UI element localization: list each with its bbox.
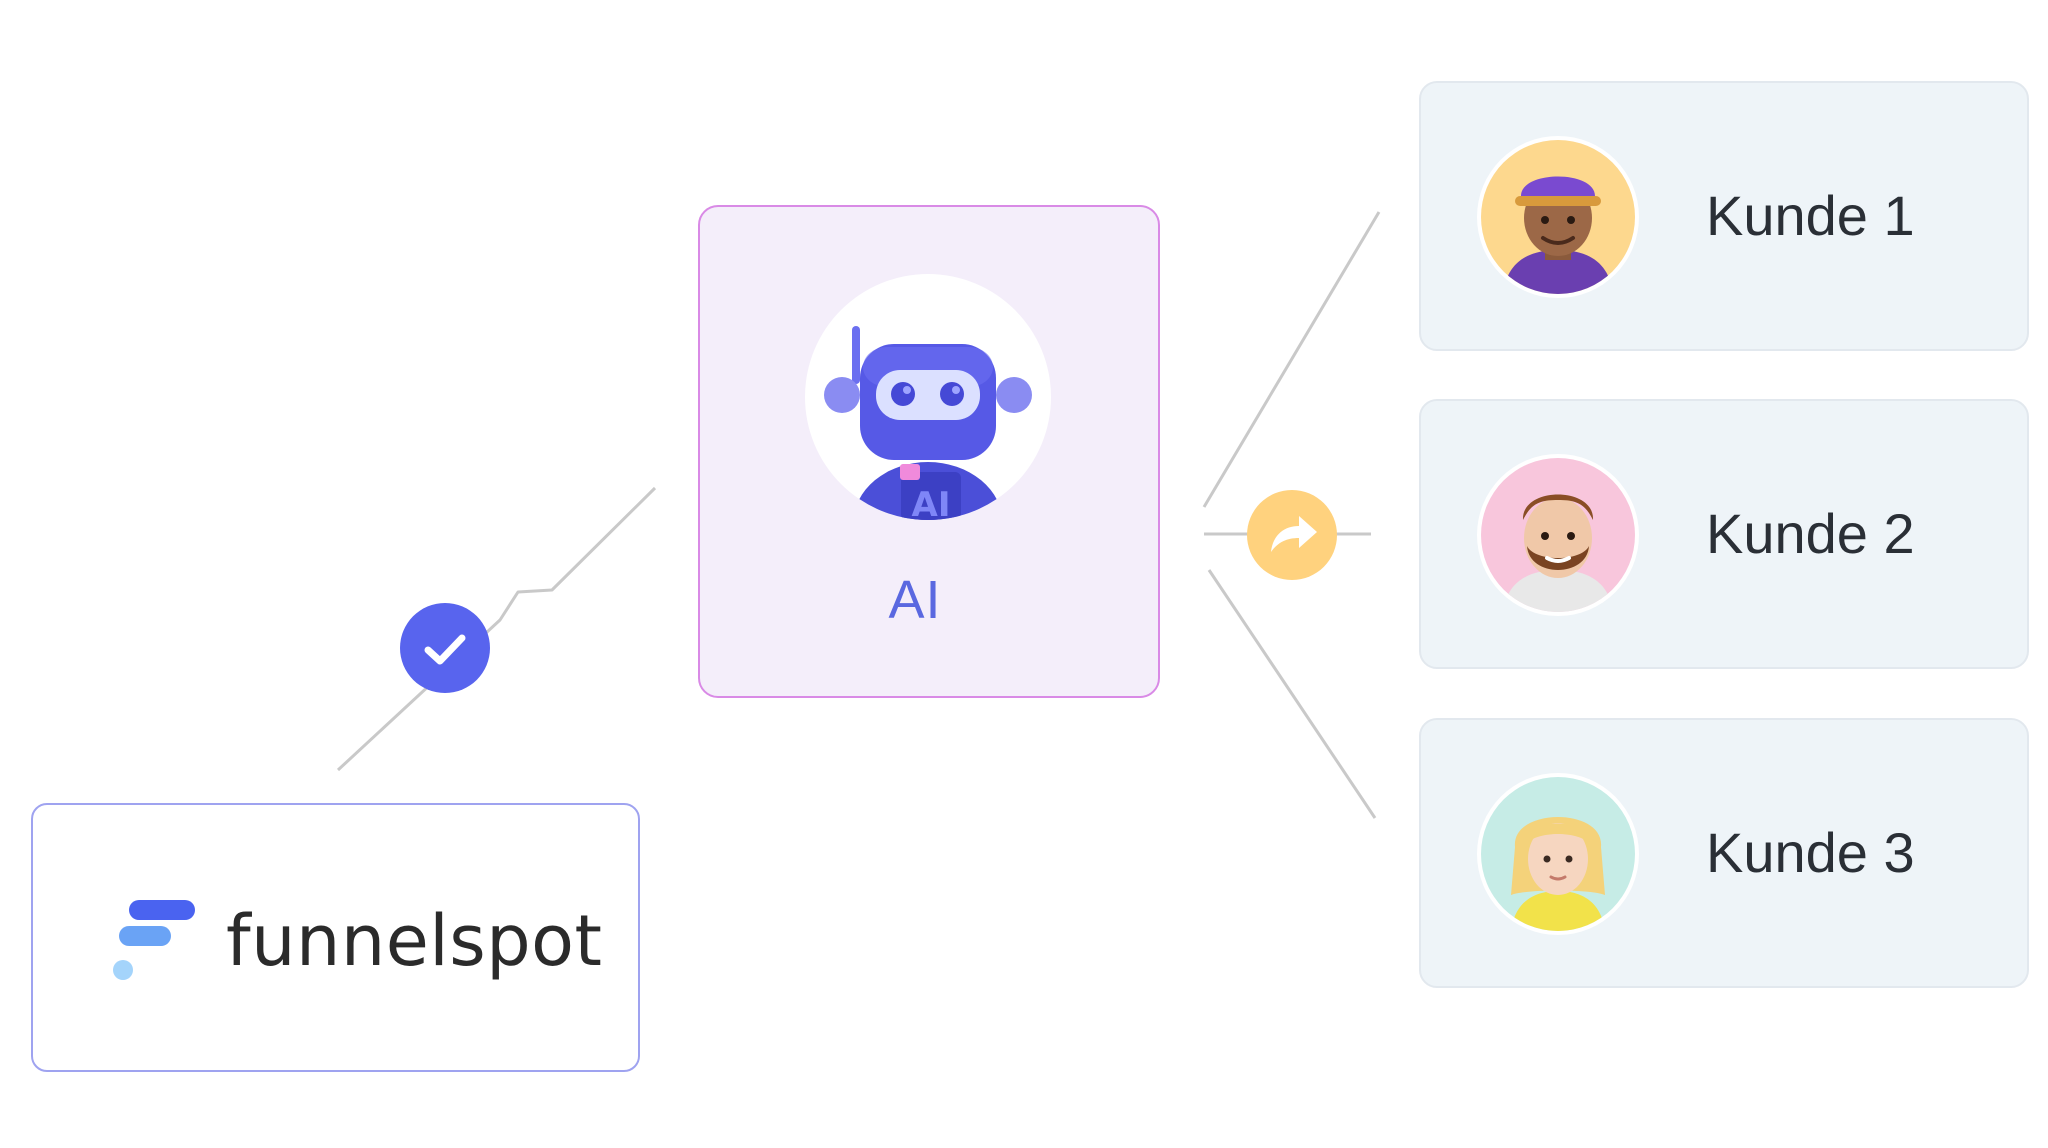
forward-badge bbox=[1247, 490, 1337, 580]
funnelspot-node: funnelspot bbox=[31, 803, 640, 1072]
man-cap-avatar-icon bbox=[1503, 176, 1613, 294]
ai-node: AI AI bbox=[698, 205, 1160, 698]
blonde-woman-avatar-icon bbox=[1511, 817, 1605, 931]
bearded-man-avatar-icon bbox=[1503, 494, 1613, 612]
connector-ai-to-kunde-3 bbox=[1207, 569, 1377, 819]
svg-text:AI: AI bbox=[912, 485, 951, 520]
avatar bbox=[1481, 140, 1635, 294]
ai-label: AI bbox=[888, 570, 942, 630]
funnelspot-logo-icon bbox=[113, 900, 195, 980]
customer-card-1: Kunde 1 bbox=[1419, 81, 2029, 351]
customer-card-3: Kunde 3 bbox=[1419, 718, 2029, 988]
customer-card-2: Kunde 2 bbox=[1419, 399, 2029, 669]
verified-badge bbox=[400, 603, 490, 693]
ai-avatar: AI bbox=[805, 274, 1051, 520]
avatar bbox=[1481, 777, 1635, 931]
funnelspot-wordmark: funnelspot bbox=[226, 900, 603, 982]
connector-ai-to-kunde-1 bbox=[1202, 211, 1381, 508]
avatar bbox=[1481, 458, 1635, 612]
share-arrow-icon bbox=[1271, 516, 1317, 552]
customer-name: Kunde 2 bbox=[1706, 502, 1915, 565]
check-icon bbox=[424, 634, 466, 665]
connector-source-to-ai bbox=[336, 486, 657, 772]
customer-name: Kunde 3 bbox=[1706, 821, 1915, 884]
customer-name: Kunde 1 bbox=[1706, 184, 1915, 247]
robot-icon: AI bbox=[824, 326, 1032, 520]
